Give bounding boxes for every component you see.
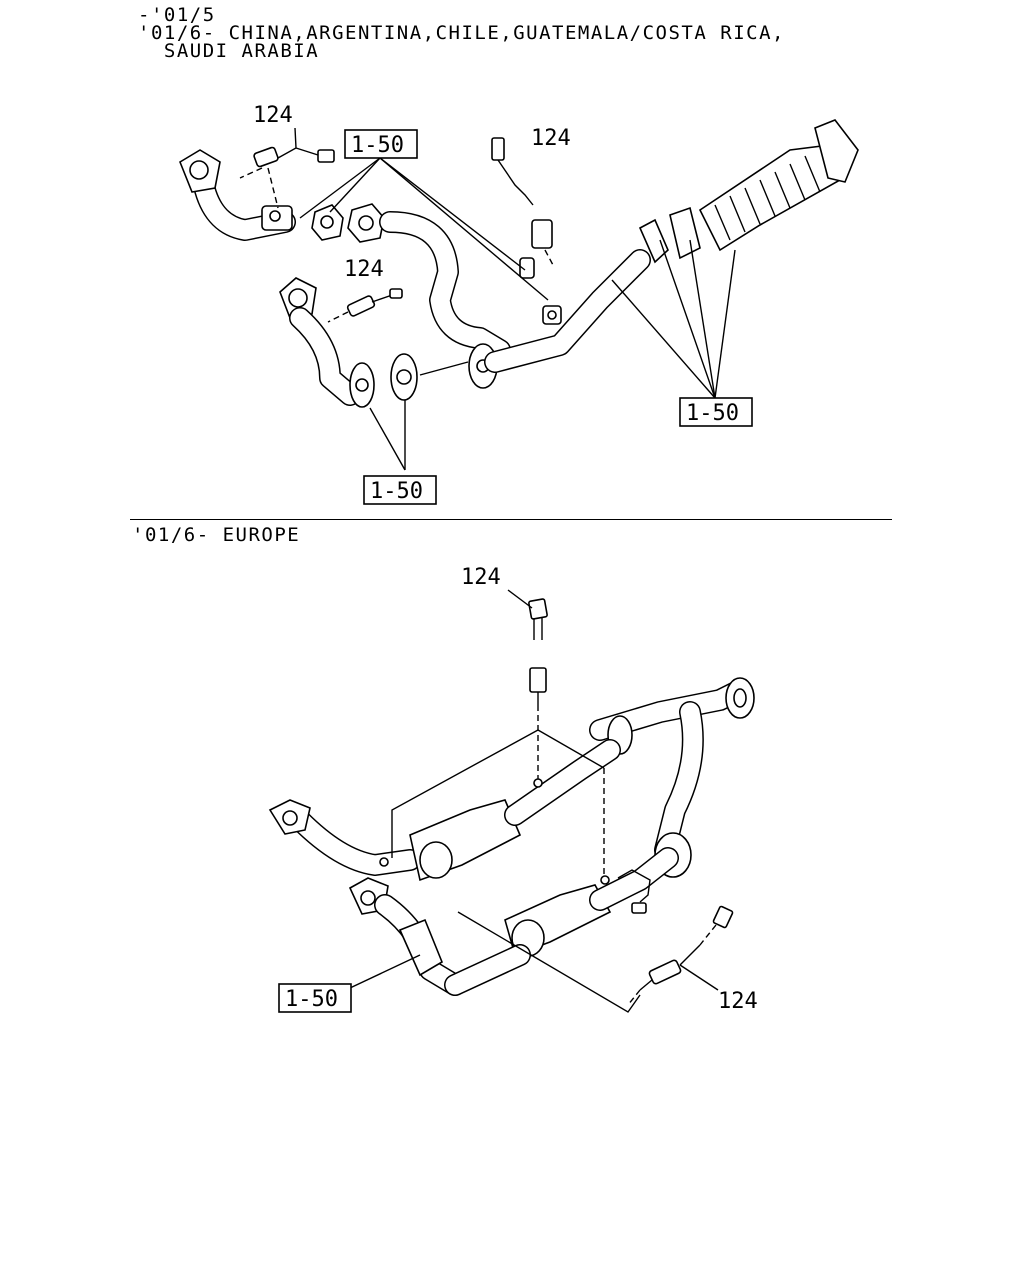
top-sensor-124-b <box>491 137 554 266</box>
top-catalytic-converter <box>638 119 859 264</box>
section-divider <box>130 519 892 520</box>
bottom-sensor-124-lower <box>627 905 734 1006</box>
bottom-leader-lines <box>349 589 719 1013</box>
top-left-o2-sensor-bung <box>261 205 293 231</box>
top-lower-left-front-pipe <box>279 277 375 408</box>
top-ref-box-c-label: 1-50 <box>370 479 423 504</box>
top-ref-box-b: 1-50 <box>679 397 753 427</box>
top-part-label-124-b: 124 <box>531 126 571 151</box>
top-ref-box-a-label: 1-50 <box>351 133 404 158</box>
top-y-pipe-flange <box>468 249 651 389</box>
bottom-lower-pipe-and-converter <box>348 847 679 996</box>
top-mid-sensor-bung <box>519 257 562 325</box>
top-sensor-124-a <box>239 127 335 209</box>
header-line-2: '01/6- CHINA,ARGENTINA,CHILE,GUATEMALA/C… <box>138 22 785 44</box>
bottom-sensor-124-top <box>528 598 548 780</box>
bottom-rear-y-pipe <box>589 677 755 878</box>
top-sensor-124-c <box>327 288 403 323</box>
bottom-part-label-124-lower: 124 <box>718 989 758 1014</box>
top-part-label-124-a: 124 <box>253 103 293 128</box>
top-leader-lines <box>299 157 736 471</box>
top-crossover-pipe <box>379 211 511 361</box>
bottom-ref-box: 1-50 <box>278 983 352 1013</box>
bottom-ref-box-label: 1-50 <box>285 987 338 1012</box>
top-left-front-pipe <box>179 149 296 241</box>
bottom-rear-sensor-connector <box>379 857 651 914</box>
top-gasket-pair-upper <box>311 203 385 243</box>
header-line-1: -'01/5 <box>138 4 216 26</box>
header-line-3: SAUDI ARABIA <box>138 40 320 62</box>
top-ref-box-b-label: 1-50 <box>686 401 739 426</box>
top-part-label-124-c: 124 <box>344 257 384 282</box>
bottom-upper-pipe-and-converter <box>268 739 621 882</box>
top-ref-box-c: 1-50 <box>363 475 437 505</box>
top-ref-box-a: 1-50 <box>344 129 418 159</box>
bottom-part-label-124-top: 124 <box>461 565 501 590</box>
top-lower-gasket <box>390 353 418 401</box>
section-2-header: '01/6- EUROPE <box>132 524 301 546</box>
